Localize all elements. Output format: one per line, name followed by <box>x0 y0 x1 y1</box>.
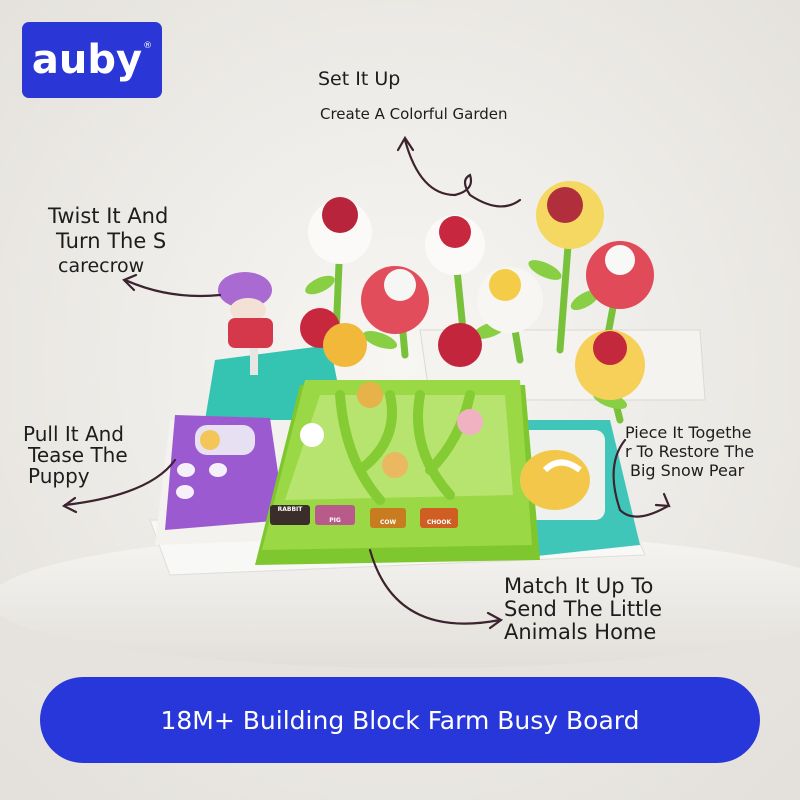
piece-line-1: Piece It Togethe <box>625 423 752 442</box>
pull-line-1: Pull It And <box>23 422 125 446</box>
pull-line-3: Puppy <box>28 464 90 488</box>
logo-text: auby <box>31 37 143 83</box>
registered-mark: ® <box>143 41 153 51</box>
arrow-scarecrow <box>123 278 222 298</box>
match-line-3: Animals Home <box>504 620 657 644</box>
arrow-match <box>368 548 502 625</box>
banner-text: 18M+ Building Block Farm Busy Board <box>160 705 640 735</box>
piece-line-2: r To Restore The <box>625 442 755 461</box>
arrow-pear <box>612 438 670 518</box>
puppy-module <box>155 415 290 545</box>
piece-callout: Piece It Togethe r To Restore The Big Sn… <box>625 423 754 480</box>
set-it-up-subtitle: Create A Colorful Garden <box>320 105 508 123</box>
auby-logo: auby® <box>22 22 162 98</box>
tile-pig: PIG <box>329 517 341 524</box>
twist-line-2: Turn The S <box>56 229 167 253</box>
dog-figure <box>382 452 408 478</box>
product-title-banner: 18M+ Building Block Farm Busy Board <box>40 677 760 763</box>
pig-figure <box>457 409 483 435</box>
rabbit-figure <box>300 423 324 447</box>
twist-callout: Twist It And Turn The S carecrow <box>48 204 168 279</box>
arrow-set-it-up <box>403 138 522 208</box>
set-it-up-title: Set It Up <box>318 68 401 90</box>
scarecrow-figure <box>218 272 273 375</box>
twist-line-1: Twist It And <box>48 204 169 228</box>
pull-line-2: Tease The <box>28 443 128 467</box>
snow-pear <box>520 450 590 510</box>
garden-flowers <box>300 181 654 400</box>
match-line-1: Match It Up To <box>504 574 654 598</box>
tile-chook: CHOOK <box>426 519 452 526</box>
twist-line-3: carecrow <box>58 255 145 277</box>
pull-callout: Pull It And Tease The Puppy <box>23 424 128 487</box>
piece-line-3: Big Snow Pear <box>630 461 745 480</box>
tile-cow: COW <box>379 519 397 526</box>
chicken-figure <box>357 382 383 408</box>
match-line-2: Send The Little <box>504 597 663 621</box>
tile-rabbit: RABBIT <box>277 506 303 513</box>
arrow-puppy <box>63 458 177 507</box>
match-callout: Match It Up To Send The Little Animals H… <box>504 575 662 644</box>
